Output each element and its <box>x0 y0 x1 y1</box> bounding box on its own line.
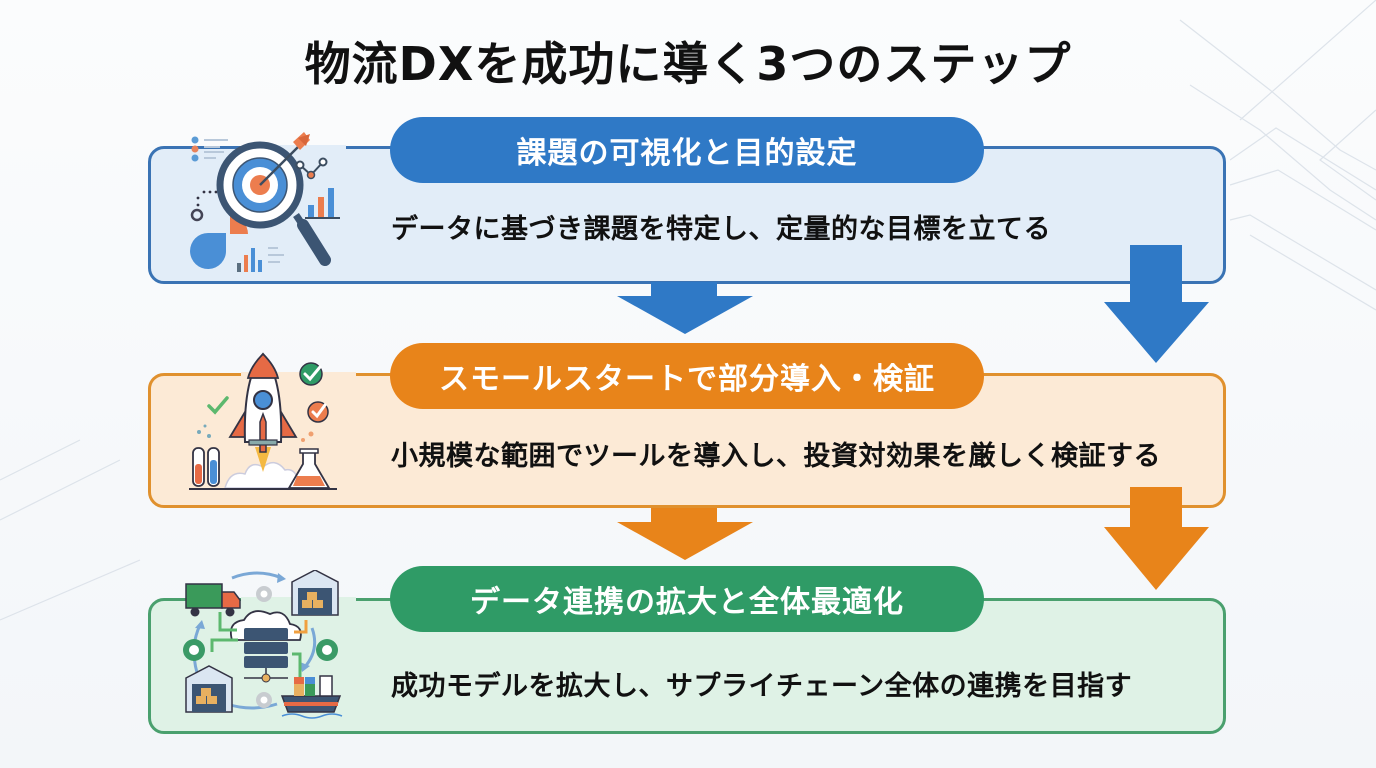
step-2-heading-text: スモールスタートで部分導入・検証 <box>439 362 935 397</box>
arrow-down-large-icon <box>1104 245 1209 363</box>
card-border-gap <box>241 372 356 378</box>
target-magnifier-analytics-icon <box>180 130 350 279</box>
step-3-description: 成功モデルを拡大し、サプライチェーン全体の連携を目指す <box>391 671 1133 702</box>
arrow-down-icon <box>617 282 753 334</box>
supply-chain-cloud-icon <box>182 569 352 724</box>
arrow-down-large-icon <box>1104 487 1209 590</box>
arrow-down-icon <box>617 508 753 560</box>
step-3-heading: データ連携の拡大と全体最適化 <box>390 566 984 632</box>
step-2-description: 小規模な範囲でツールを導入し、投資対効果を厳しく検証する <box>391 441 1161 472</box>
step-3-heading-text: データ連携の拡大と全体最適化 <box>470 585 904 620</box>
step-1-heading: 課題の可視化と目的設定 <box>390 117 984 183</box>
step-2-heading: スモールスタートで部分導入・検証 <box>390 343 984 409</box>
step-1-description: データに基づき課題を特定し、定量的な目標を立てる <box>391 214 1051 245</box>
step-1-heading-text: 課題の可視化と目的設定 <box>516 136 858 171</box>
rocket-lab-icon <box>185 352 345 501</box>
page-title: 物流DXを成功に導く3つのステップ <box>304 37 1072 91</box>
